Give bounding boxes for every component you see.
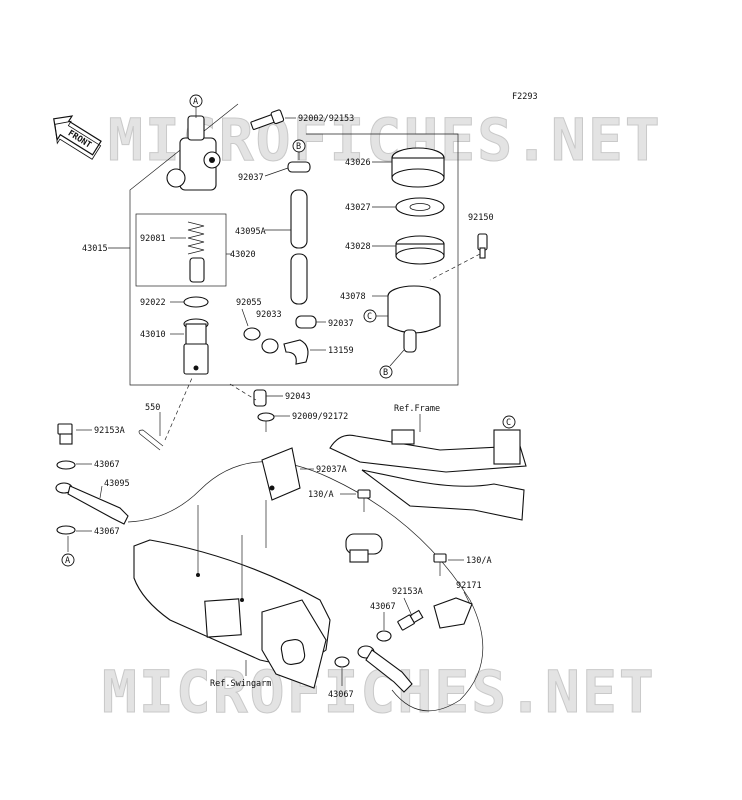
label-550: 550	[145, 403, 160, 413]
label-92002-92153: 92002/92153	[298, 114, 354, 124]
label-43028: 43028	[345, 242, 371, 252]
label-92043: 92043	[285, 392, 311, 402]
label-43095: 43095	[104, 479, 130, 489]
svg-text:A: A	[193, 97, 198, 107]
reservoir-tank	[387, 285, 441, 353]
label-43078: 43078	[340, 292, 366, 302]
reservoir-cap	[391, 147, 445, 188]
front-arrow-icon: FRONT	[53, 115, 102, 160]
piston-part	[189, 257, 205, 283]
label-130a-upper: 130/A	[308, 490, 334, 500]
label-43095a: 43095A	[235, 227, 266, 237]
reservoir-hose	[290, 189, 308, 305]
brake-hose-43095	[55, 482, 129, 525]
o-ring-92055	[243, 327, 261, 341]
master-cylinder-body	[166, 115, 221, 191]
washer-bottom	[334, 656, 350, 668]
label-43067-upper: 43067	[94, 460, 120, 470]
elbow-fitting	[283, 339, 309, 365]
circlip-92033	[261, 338, 279, 354]
label-43067-mid: 43067	[370, 602, 396, 612]
callout-b-upper: B	[292, 139, 306, 153]
label-43027: 43027	[345, 203, 371, 213]
cotter-pin	[138, 429, 164, 451]
diaphragm	[395, 235, 445, 265]
label-92171: 92171	[456, 581, 482, 591]
label-92037-lower: 92037	[328, 319, 354, 329]
subassembly-box	[135, 213, 227, 287]
callout-a-bottom: A	[61, 553, 75, 567]
pushrod-43010	[183, 318, 209, 375]
spring-part	[187, 221, 205, 255]
washer-lower-left	[56, 525, 76, 535]
svg-text:C: C	[506, 418, 511, 428]
callout-c-frame: C	[502, 415, 516, 429]
label-92037a: 92037A	[316, 465, 347, 475]
clamp-92037a	[261, 447, 301, 501]
label-92009-92172: 92009/92172	[292, 412, 348, 422]
label-92037-upper: 92037	[238, 173, 264, 183]
label-92153a-right: 92153A	[392, 587, 423, 597]
bolt-130a-upper	[357, 489, 371, 512]
bolt-92009	[257, 412, 275, 432]
bolt-part	[250, 109, 285, 131]
label-43026: 43026	[345, 158, 371, 168]
screw-part	[477, 233, 488, 259]
label-43020: 43020	[230, 250, 256, 260]
ref-frame-label: Ref.Frame	[394, 404, 440, 414]
callout-a-top: A	[189, 94, 203, 108]
swingarm-section	[133, 539, 331, 689]
banjo-bolt-right	[397, 609, 424, 631]
label-43067-bottom: 43067	[328, 690, 354, 700]
svg-text:C: C	[367, 312, 372, 322]
washer-upper-left	[56, 460, 76, 470]
hose-holder	[345, 533, 383, 563]
circlip-92022	[183, 296, 209, 308]
label-92055: 92055	[236, 298, 262, 308]
banjo-fitting-right	[357, 645, 413, 693]
label-43010: 43010	[140, 330, 166, 340]
frame-section	[329, 429, 527, 521]
pin-92043	[253, 389, 267, 407]
label-13159: 13159	[328, 346, 354, 356]
label-92150: 92150	[468, 213, 494, 223]
hose-clamp-lower	[295, 315, 317, 329]
svg-text:B: B	[383, 368, 388, 378]
label-43015: 43015	[82, 244, 108, 254]
svg-text:B: B	[296, 142, 301, 152]
label-130a-lower: 130/A	[466, 556, 492, 566]
cap-plate	[395, 197, 445, 217]
label-92033: 92033	[256, 310, 282, 320]
bracket-92171	[433, 597, 473, 629]
washer-mid	[376, 630, 392, 642]
assembly-outline	[129, 103, 459, 386]
figure-code: F2293	[512, 92, 538, 102]
ref-swingarm-label: Ref.Swingarm	[210, 679, 271, 689]
svg-text:A: A	[65, 556, 70, 566]
label-92022: 92022	[140, 298, 166, 308]
hose-clamp-upper	[287, 161, 311, 173]
hose-route	[127, 461, 484, 712]
banjo-bolt-left	[57, 423, 73, 445]
label-92153a-left: 92153A	[94, 426, 125, 436]
label-92081: 92081	[140, 234, 166, 244]
callout-c-reservoir: C	[363, 309, 377, 323]
callout-b-reservoir: B	[379, 365, 393, 379]
bolt-130a-lower	[433, 553, 447, 576]
label-43067-left: 43067	[94, 527, 120, 537]
